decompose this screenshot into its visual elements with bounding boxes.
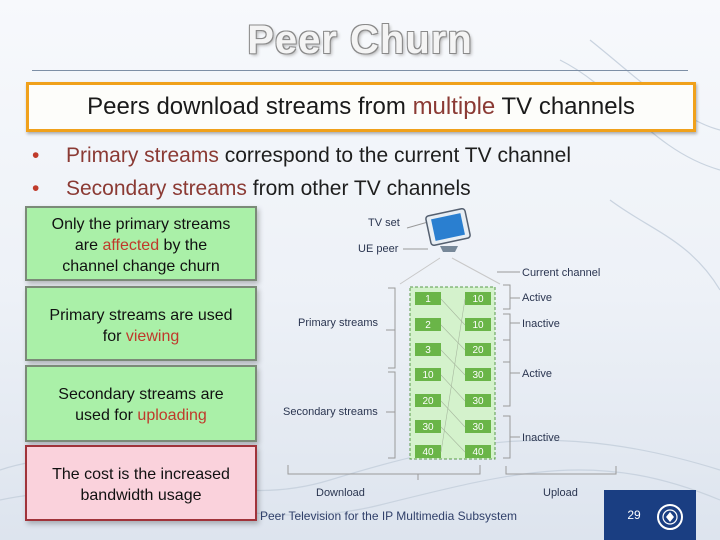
upload-stream-cell [465,343,491,356]
stream-link-line [440,374,466,402]
banner-text-end: TV channels [495,93,635,120]
download-stream-cell [415,368,441,381]
download-stream-value: 1 [425,294,431,305]
banner-text-start: Peers download streams from [87,93,413,120]
bullet-primary-streams: • Primary streams correspond to the curre… [30,139,571,172]
upload-stream-cell [465,318,491,331]
note-uploading: Secondary streams are used for uploading [25,365,257,442]
download-stream-value: 30 [422,422,434,433]
upload-stream-value: 10 [472,294,484,305]
label-active-primary: Active [522,292,552,304]
note-line: channel change churn [62,258,220,275]
upload-stream-cell [465,368,491,381]
headline-banner: Peers download streams from multiple TV … [26,82,696,132]
download-stream-cell [415,318,441,331]
upload-stream-value: 40 [472,447,484,458]
note-line: The cost is the increased [52,466,230,483]
note-line: Secondary streams are [58,386,224,403]
upload-stream-value: 30 [472,370,484,381]
label-tv-set: TV set [368,217,400,229]
bullet-list: • Primary streams correspond to the curre… [30,139,571,205]
download-stream-cell [415,445,441,458]
download-stream-cell [415,292,441,305]
stream-link-line [440,324,466,351]
download-stream-cell [415,343,441,356]
label-inactive-secondary: Inactive [522,432,560,444]
note-line: Primary streams are used [49,307,233,324]
page-number-box [604,490,696,540]
bullet-dot-icon: • [32,144,40,167]
download-stream-value: 2 [425,320,431,331]
bullet-dot-icon: • [32,177,40,200]
stream-link-line [440,349,466,376]
download-stream-value: 40 [422,447,434,458]
stream-link-line [440,400,466,428]
banner-highlight: multiple [412,93,496,120]
note-emphasis: viewing [125,328,180,345]
stream-link-line [440,298,466,326]
upload-stream-value: 20 [472,345,484,356]
label-download: Download [316,487,365,499]
download-stream-value: 3 [425,345,431,356]
stream-link-line [440,298,466,453]
note-line: are affected by the [74,237,208,254]
note-bandwidth-cost: The cost is the increased bandwidth usag… [25,445,257,521]
label-ue-peer: UE peer [358,243,399,255]
download-stream-cell [415,394,441,407]
download-stream-cell [415,420,441,433]
stream-rows: 1 2 3 10 20 30 40 10 10 20 30 30 30 40 [409,286,496,460]
bullet-secondary-streams: • Secondary streams from other TV channel… [30,172,571,205]
note-line: for viewing [102,328,180,345]
label-current-channel: Current channel [522,267,600,279]
bullet-highlight: Primary streams [66,144,219,167]
note-emphasis: affected [102,237,160,254]
bullet-highlight: Secondary streams [66,177,247,200]
upload-stream-value: 10 [472,320,484,331]
title-underline [32,70,688,71]
note-emphasis: uploading [137,407,207,424]
note-line: bandwidth usage [80,487,202,504]
upload-stream-cell [465,292,491,305]
tv-set-icon [425,207,471,252]
bullet-text: correspond to the current TV channel [218,144,572,167]
download-stream-value: 10 [422,370,434,381]
bullet-text: from other TV channels [246,177,471,200]
upload-stream-cell [465,394,491,407]
stream-link-line [440,426,466,453]
upload-stream-cell [465,445,491,458]
stream-diagram: 1 2 3 10 20 30 40 10 10 20 30 30 30 40 TV set UE peer… [283,207,617,499]
note-viewing: Primary streams are used for viewing [25,286,257,361]
label-secondary-streams: Secondary streams [283,406,378,418]
upload-stream-value: 30 [472,422,484,433]
footer-presentation-title: Peer Television for the IP Multimedia Su… [260,509,518,523]
university-seal-icon [657,504,683,530]
note-channel-change: Only the primary streams are affected by… [25,206,257,281]
label-inactive-primary: Inactive [522,318,560,330]
label-active-secondary: Active [522,368,552,380]
download-stream-value: 20 [422,396,434,407]
page-number: 29 [627,508,641,522]
upload-stream-value: 30 [472,396,484,407]
label-upload: Upload [543,487,578,499]
upload-stream-cell [465,420,491,433]
label-primary-streams: Primary streams [298,317,379,329]
slide-title: Peer Churn [247,18,473,62]
note-line: used for uploading [75,407,207,424]
note-line: Only the primary streams [51,216,231,233]
